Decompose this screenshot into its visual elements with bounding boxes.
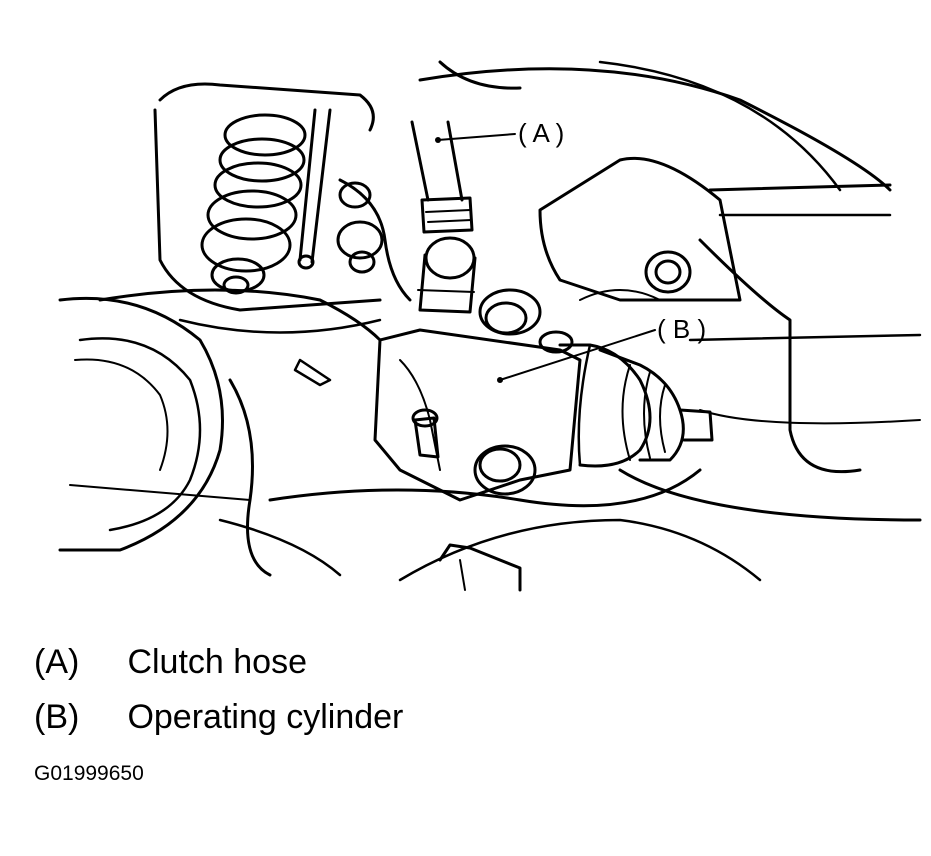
legend-row-operating-cylinder: (B) Operating cylinder: [34, 697, 403, 737]
left-shaft-housing: [58, 288, 382, 577]
callout-label-b: ( B ): [657, 314, 707, 344]
legend-label: Operating cylinder: [127, 698, 404, 736]
bottom-fitting: [438, 543, 522, 592]
transmission-housing: [268, 60, 922, 582]
callout-label-a: ( A ): [518, 118, 565, 148]
leader-line-b: [499, 329, 656, 381]
legend-key: (B): [34, 698, 80, 736]
leader-line-a: [437, 133, 516, 141]
operating-cylinder: [373, 288, 714, 502]
legend-key: (A): [34, 643, 80, 681]
release-fork-spring: [153, 82, 412, 387]
leader-lines: [437, 133, 656, 381]
figure-code: G01999650: [34, 762, 144, 785]
legend-row-clutch-hose: (A) Clutch hose: [34, 642, 307, 682]
mounting-bracket: [538, 156, 742, 302]
clutch-operating-cylinder-illustration: [58, 60, 922, 592]
clutch-hose: [410, 120, 477, 314]
legend-label: Clutch hose: [127, 643, 307, 681]
